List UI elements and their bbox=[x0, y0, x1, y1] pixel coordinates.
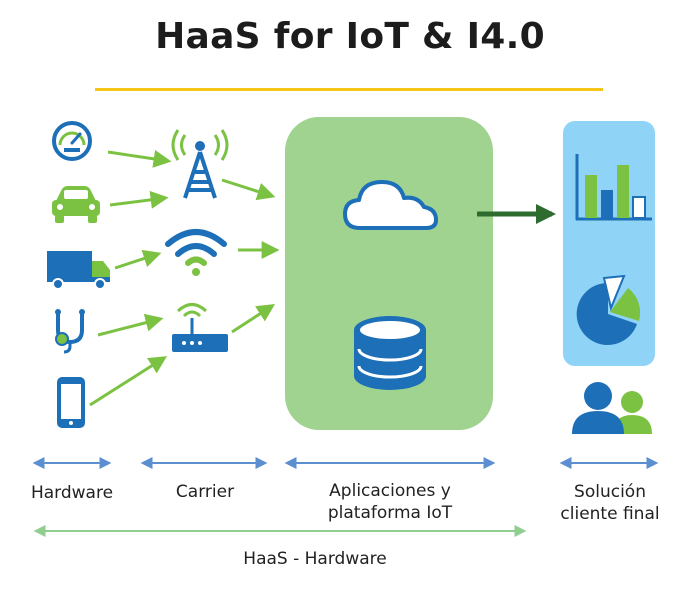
platform-box bbox=[285, 117, 493, 430]
arrow-truck-to-wifi bbox=[114, 249, 162, 270]
cell-tower-icon bbox=[171, 129, 229, 199]
label-carrier: Carrier bbox=[175, 482, 235, 502]
users-icon bbox=[572, 382, 652, 434]
label-hardware: Hardware bbox=[30, 483, 114, 503]
label-haas: HaaS - Hardware bbox=[243, 549, 387, 569]
bar-chart-icon bbox=[575, 154, 652, 221]
arrow-speedometer-to-tower bbox=[107, 149, 172, 168]
wifi-icon bbox=[165, 229, 227, 276]
arrow-phone-to-router bbox=[89, 356, 168, 407]
database-icon bbox=[354, 316, 426, 390]
arrow-tower-to-platform bbox=[221, 178, 276, 201]
label-platform-line1: Aplicaciones y bbox=[329, 481, 451, 501]
router-icon bbox=[172, 303, 228, 352]
truck-icon bbox=[47, 251, 110, 290]
arrow-router-to-platform bbox=[231, 304, 276, 334]
stethoscope-icon bbox=[55, 309, 85, 354]
title-underline bbox=[95, 88, 603, 91]
label-solution-line2: cliente final bbox=[560, 504, 660, 524]
smartphone-icon bbox=[57, 377, 85, 428]
label-platform-line2: plataforma IoT bbox=[327, 503, 453, 523]
speedometer-icon bbox=[52, 121, 92, 161]
arrow-car-to-tower bbox=[109, 190, 169, 209]
diagram-title: HaaS for IoT & I4.0 bbox=[155, 16, 545, 57]
pie-chart-icon bbox=[576, 274, 641, 345]
cloud-icon bbox=[343, 180, 438, 230]
label-solution-line1: Solución bbox=[574, 482, 646, 502]
arrow-stethoscope-to-router bbox=[97, 313, 164, 337]
car-icon bbox=[52, 186, 100, 223]
